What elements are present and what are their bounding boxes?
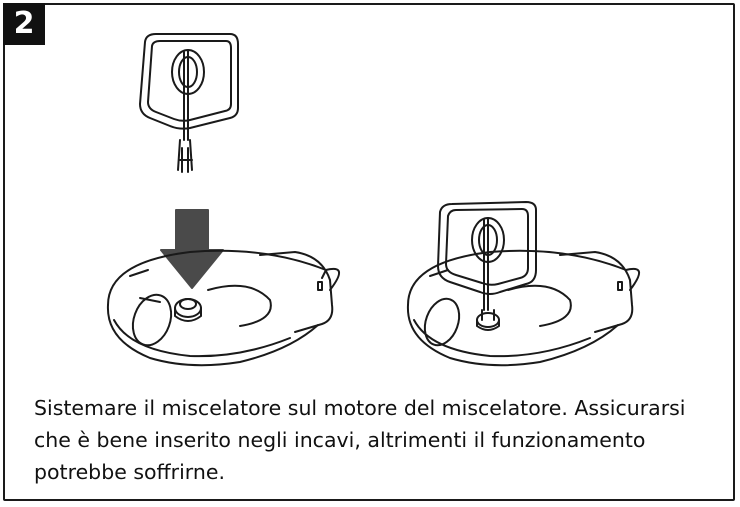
- motor-base-left: [106, 249, 340, 367]
- instruction-caption: Sistemare il miscelatore sul motore del …: [34, 396, 686, 484]
- step-frame: [3, 3, 735, 501]
- assembly-illustration: [106, 33, 640, 367]
- motor-base-assembled: [406, 201, 640, 367]
- down-arrow-icon: [160, 209, 224, 289]
- step-number-badge: 2: [3, 3, 45, 45]
- mixer-paddle-detached: [139, 33, 239, 173]
